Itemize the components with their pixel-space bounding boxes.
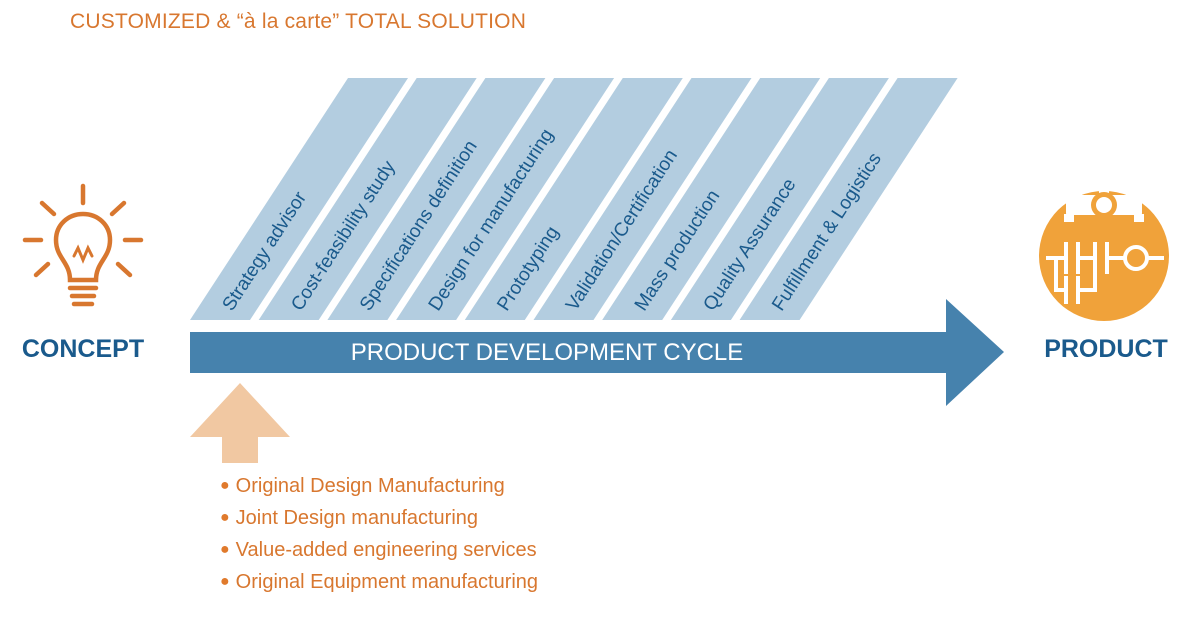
services-list: ● Original Design Manufacturing ● Joint Des… — [220, 473, 538, 601]
stage-parallelogram — [533, 78, 752, 320]
service-label: Original Design Manufacturing — [235, 475, 505, 497]
service-label: Joint Design manufacturing — [235, 507, 479, 529]
service-item: ● Value-added engineering services — [220, 537, 538, 569]
stage-parallelogram — [739, 78, 958, 320]
stage-parallelogram — [396, 78, 615, 320]
bullet-icon: ● — [220, 477, 230, 494]
service-item: ● Original Equipment manufacturing — [220, 569, 538, 601]
stage-parallelogram — [258, 78, 477, 320]
development-cycle-arrow — [190, 299, 1004, 406]
bullet-icon: ● — [220, 541, 230, 558]
up-arrow — [190, 383, 290, 463]
stage-parallelogram — [327, 78, 546, 320]
concept-label: CONCEPT — [22, 335, 144, 363]
stage-parallelogram — [602, 78, 821, 320]
bullet-icon: ● — [220, 509, 230, 526]
bullet-icon: ● — [220, 573, 230, 590]
gear-circuit-icon — [1039, 186, 1169, 321]
service-item: ● Joint Design manufacturing — [220, 505, 538, 537]
lightbulb-icon — [22, 183, 144, 307]
page-title: CUSTOMIZED & “à la carte” TOTAL SOLUTION — [70, 10, 527, 33]
development-cycle-label: PRODUCT DEVELOPMENT CYCLE — [351, 339, 744, 366]
service-label: Value-added engineering services — [235, 539, 537, 561]
stage-parallelogram — [464, 78, 683, 320]
product-label: PRODUCT — [1044, 335, 1168, 363]
service-label: Original Equipment manufacturing — [235, 571, 539, 593]
service-item: ● Original Design Manufacturing — [220, 473, 538, 505]
stage-parallelogram — [670, 78, 889, 320]
stage-parallelogram — [190, 78, 408, 320]
